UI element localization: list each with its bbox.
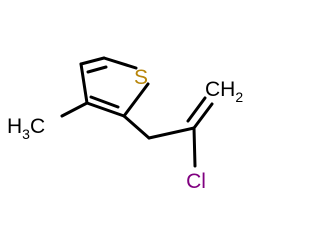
methylene-label: CH2 [205,78,243,105]
bond-c4-c5-inner [86,65,108,74]
bond-c2-c3-inner [89,95,120,109]
methyl-c: C [30,115,45,138]
methyl-subscript: 3 [22,126,30,142]
methylene-ch: CH [205,78,235,101]
bond-c2-ch2 [122,114,151,140]
bond-c2-c3 [85,101,126,118]
methyl-h: H [7,115,22,138]
bond-c3-methyl [60,101,89,118]
methyl-label: H3C [7,115,45,142]
bond-c3-c4 [79,62,89,105]
bond-cq-methylene [192,102,214,130]
bond-cq-cl [192,126,197,168]
molecule-drawing: S Cl H3C CH2 [7,56,243,193]
bond-ch2-cq [147,126,196,140]
bond-s-c2 [122,82,150,118]
bond-cq-methylene-inner [186,96,207,123]
chlorine-label: Cl [186,170,206,193]
structure-diagram: S Cl H3C CH2 [7,56,243,193]
bond-c5-s [102,56,138,70]
sulfur-label: S [134,66,148,89]
methylene-subscript: 2 [235,89,243,105]
bond-c4-c5 [79,56,106,66]
